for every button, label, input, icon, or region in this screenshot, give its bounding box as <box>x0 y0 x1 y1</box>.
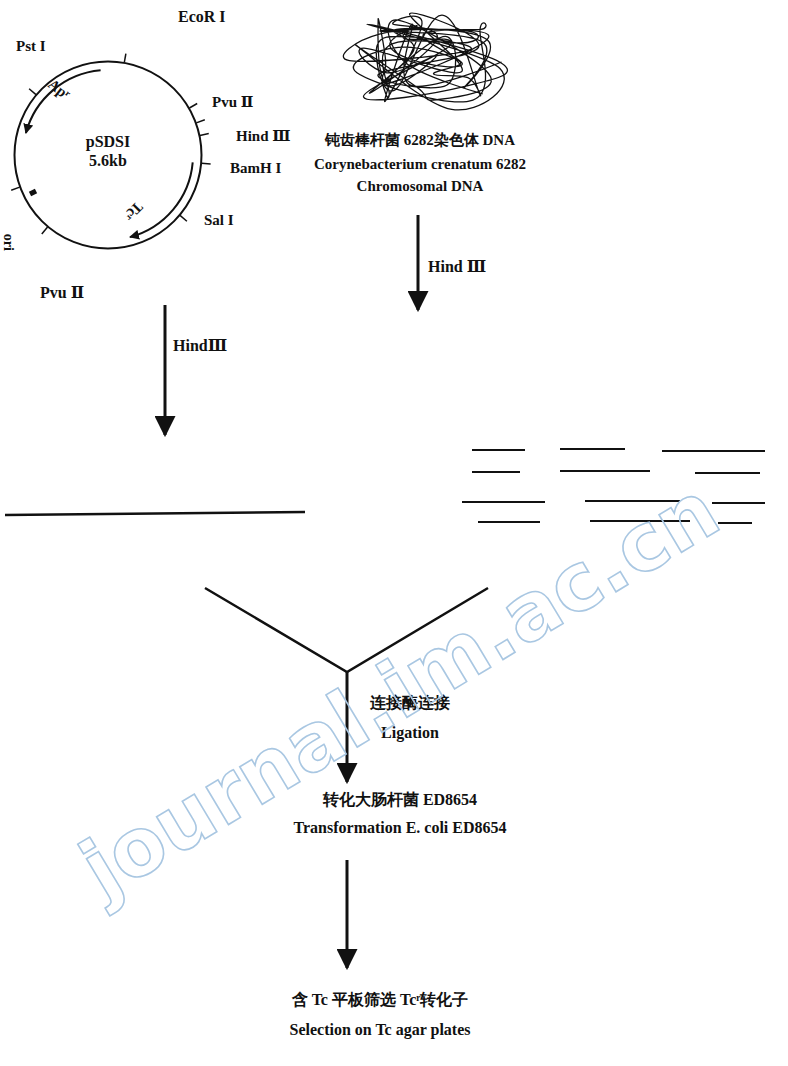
site-label: EcoR I <box>178 8 226 26</box>
site-tick <box>202 162 211 164</box>
chromosome-tangle <box>343 13 507 110</box>
site-tick <box>196 120 204 123</box>
organism-label: Corynebacterium crenatum 6282 <box>314 156 526 173</box>
site-label: Pvu Ⅱ <box>40 284 84 302</box>
step-arrow <box>346 860 349 968</box>
gene-label: Tcʳ <box>121 198 146 223</box>
organism-label: 钝齿棒杆菌 6282染色体 DNA <box>325 132 515 149</box>
step-arrow <box>164 305 167 435</box>
linear-vector <box>5 512 305 515</box>
site-tick <box>200 134 209 136</box>
organism-label: Chromosomal DNA <box>357 178 484 195</box>
enzyme-label: HindⅢ <box>173 337 227 355</box>
watermark: journal.im.ac.cn <box>67 466 734 915</box>
step-label: Transformation E. coli ED8654 <box>293 819 506 837</box>
step-arrow <box>417 215 420 310</box>
gene-arc <box>26 70 101 133</box>
plasmid-label: 5.6kb <box>13 151 203 170</box>
site-label: Pvu Ⅱ <box>212 94 253 111</box>
site-label: Sal I <box>204 212 234 229</box>
enzyme-label: Hind Ⅲ <box>428 258 486 276</box>
site-tick <box>189 104 197 109</box>
site-tick <box>124 54 126 63</box>
step-label: 转化大肠杆菌 ED8654 <box>323 791 477 809</box>
site-label: Pst I <box>16 38 46 55</box>
step-label: Selection on Tc agar plates <box>289 1021 470 1039</box>
site-tick <box>11 187 19 190</box>
site-label: Hind Ⅲ <box>236 128 291 145</box>
step-label: 含 Tc 平板筛选 Tcʳ转化子 <box>292 991 469 1009</box>
site-label: BamH I <box>230 160 281 177</box>
site-tick <box>180 215 187 221</box>
plasmid-circle: pSDSI5.6kb <box>13 60 203 250</box>
ori-mark <box>30 191 36 194</box>
ori-label: ori <box>0 234 15 251</box>
gene-arc <box>130 162 193 237</box>
plasmid-label: pSDSI <box>13 132 203 151</box>
site-tick <box>42 227 48 234</box>
site-tick <box>29 89 36 95</box>
